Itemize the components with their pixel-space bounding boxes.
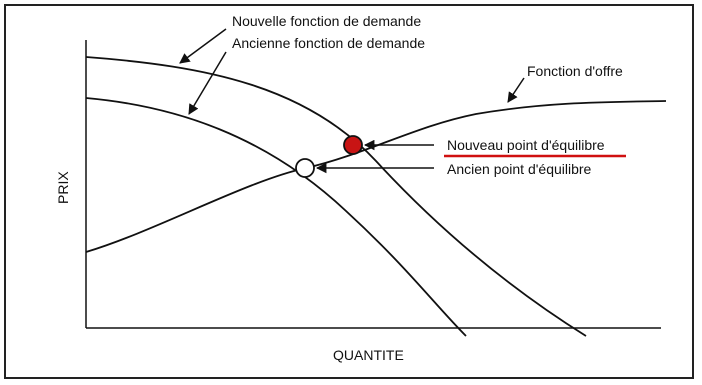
label-new-demand: Nouvelle fonction de demande	[232, 13, 421, 29]
old-demand-curve	[85, 97, 467, 337]
x-axis-label: QUANTITE	[333, 347, 404, 363]
label-supply: Fonction d'offre	[527, 63, 623, 79]
old-equilibrium-point	[295, 158, 315, 178]
y-axis-label: PRIX	[55, 171, 71, 204]
supply-demand-diagram: Nouvelle fonction de demande Ancienne fo…	[55, 13, 667, 363]
diagram-frame: Nouvelle fonction de demande Ancienne fo…	[4, 4, 694, 379]
new-equilibrium-point	[343, 135, 363, 155]
label-old-equilibrium: Ancien point d'équilibre	[447, 161, 592, 177]
arrow-supply	[507, 77, 525, 103]
label-old-demand: Ancienne fonction de demande	[232, 35, 425, 51]
label-new-equilibrium: Nouveau point d'équilibre	[447, 137, 605, 153]
new-demand-curve	[85, 56, 587, 337]
arrow-new-demand	[179, 28, 227, 64]
arrow-old-demand	[188, 51, 227, 115]
